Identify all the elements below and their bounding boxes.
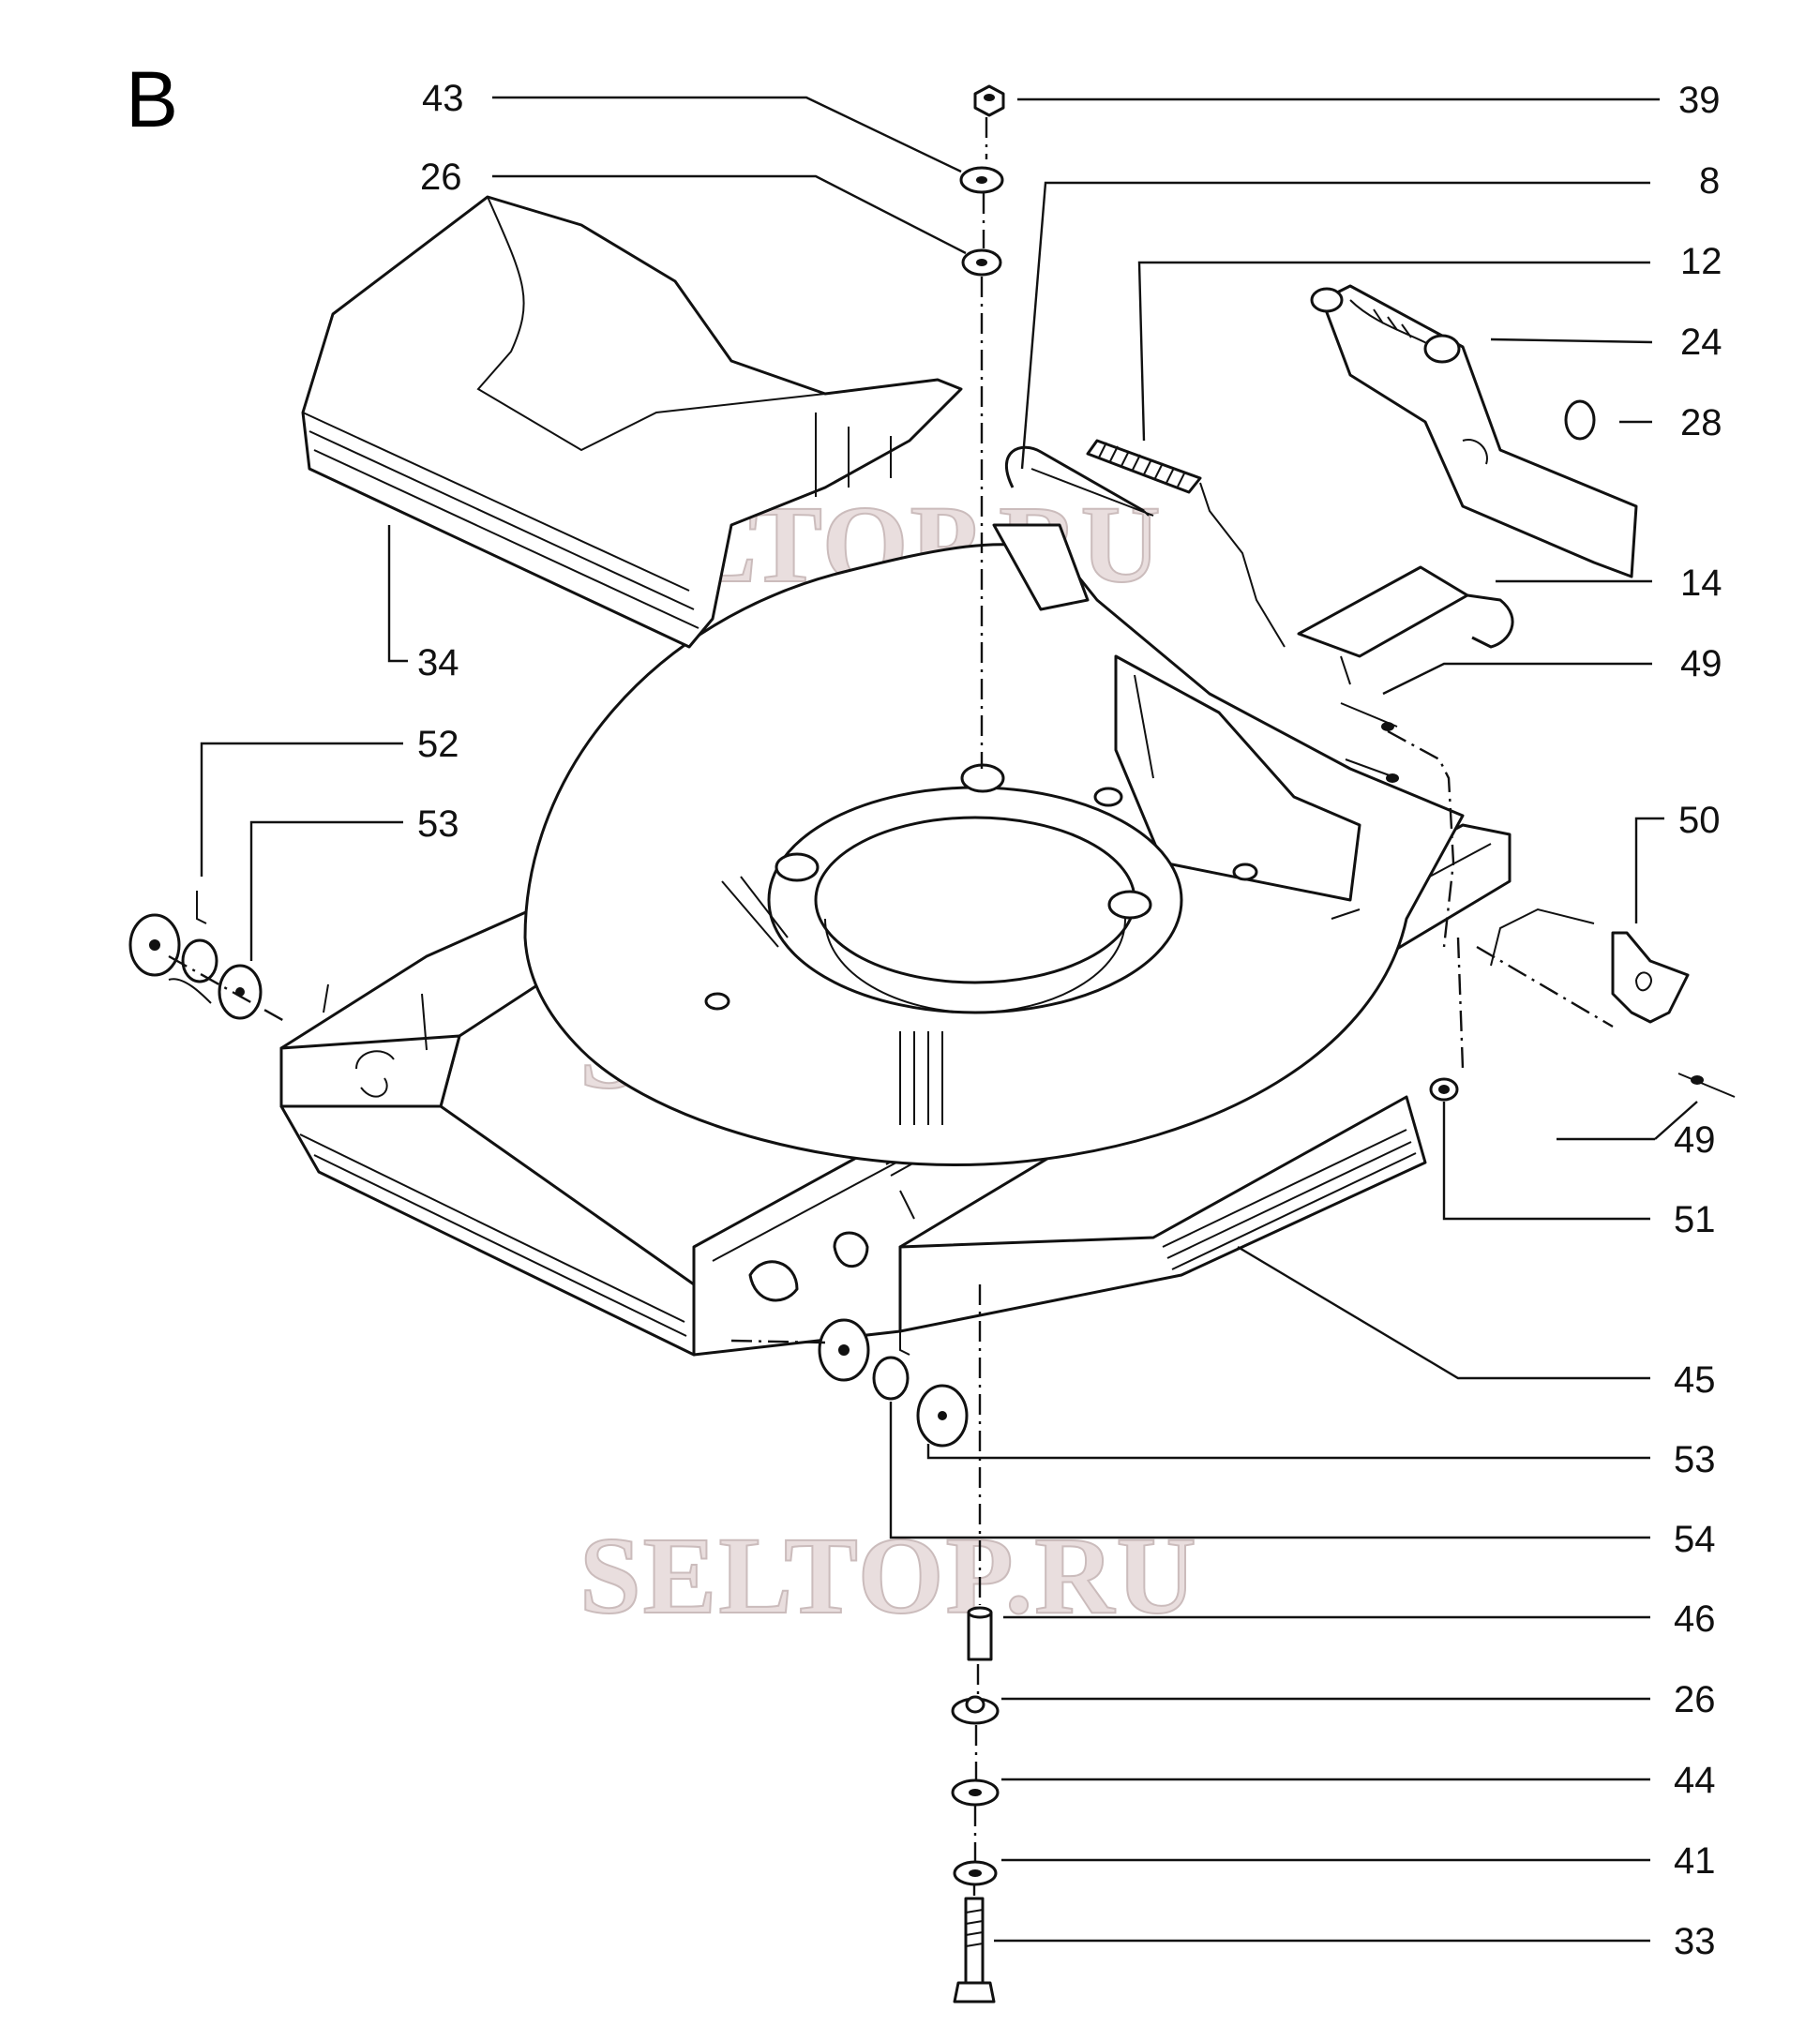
callout-53-left: 53	[417, 803, 459, 845]
lock-washer	[953, 1860, 998, 1886]
callout-33: 33	[1674, 1921, 1716, 1962]
callout-39: 39	[1678, 80, 1721, 121]
callout-26-bottom: 26	[1674, 1679, 1716, 1720]
torsion-spring	[1005, 445, 1154, 517]
callout-26-top: 26	[420, 157, 462, 198]
watermark-bottom: SELTOP.RU	[579, 1514, 1198, 1637]
wheel-set-left	[128, 891, 263, 1020]
callout-14: 14	[1680, 563, 1722, 604]
callout-8: 8	[1699, 160, 1720, 202]
pin-top	[1340, 702, 1399, 783]
callout-46: 46	[1674, 1598, 1716, 1640]
top-spacer-washer	[961, 248, 1002, 277]
callout-labels: 43 26 39 8 12 24 28 14 49 34 52 53 50 49…	[417, 78, 1722, 1962]
rear-cover	[301, 195, 963, 649]
callout-45: 45	[1674, 1359, 1716, 1401]
callout-28: 28	[1680, 402, 1722, 443]
top-washer	[959, 166, 1004, 194]
callout-44: 44	[1674, 1760, 1716, 1801]
callout-52: 52	[417, 724, 459, 765]
pin	[1564, 399, 1596, 441]
callout-34: 34	[417, 642, 459, 683]
callout-24: 24	[1680, 322, 1722, 363]
section-letter: B	[126, 55, 178, 143]
callout-49-top: 49	[1680, 643, 1722, 684]
height-bracket	[1490, 908, 1690, 1024]
callout-43: 43	[422, 78, 464, 119]
callout-49-right: 49	[1674, 1119, 1716, 1161]
flap	[1310, 284, 1638, 578]
callout-53-front: 53	[1674, 1439, 1716, 1480]
leader-lines	[200, 96, 1698, 1943]
bottom-washer-26	[951, 1695, 1000, 1725]
callout-50: 50	[1678, 800, 1721, 841]
callout-54: 54	[1674, 1519, 1716, 1560]
hinge-plate	[1297, 565, 1514, 685]
center-lines	[168, 117, 1614, 1896]
wheel-set-front	[818, 1318, 969, 1448]
callout-12: 12	[1680, 241, 1722, 282]
bottom-washer-44	[951, 1778, 1000, 1807]
mower-deck	[279, 523, 1512, 1357]
callout-41: 41	[1674, 1840, 1716, 1882]
bolt	[953, 1897, 996, 2003]
pin-right	[1677, 1073, 1736, 1098]
top-nut	[973, 84, 1005, 117]
coil-spring	[1086, 439, 1286, 648]
callout-51: 51	[1674, 1199, 1716, 1240]
bottom-spacer	[967, 1606, 993, 1661]
nut-side	[1429, 1077, 1459, 1102]
